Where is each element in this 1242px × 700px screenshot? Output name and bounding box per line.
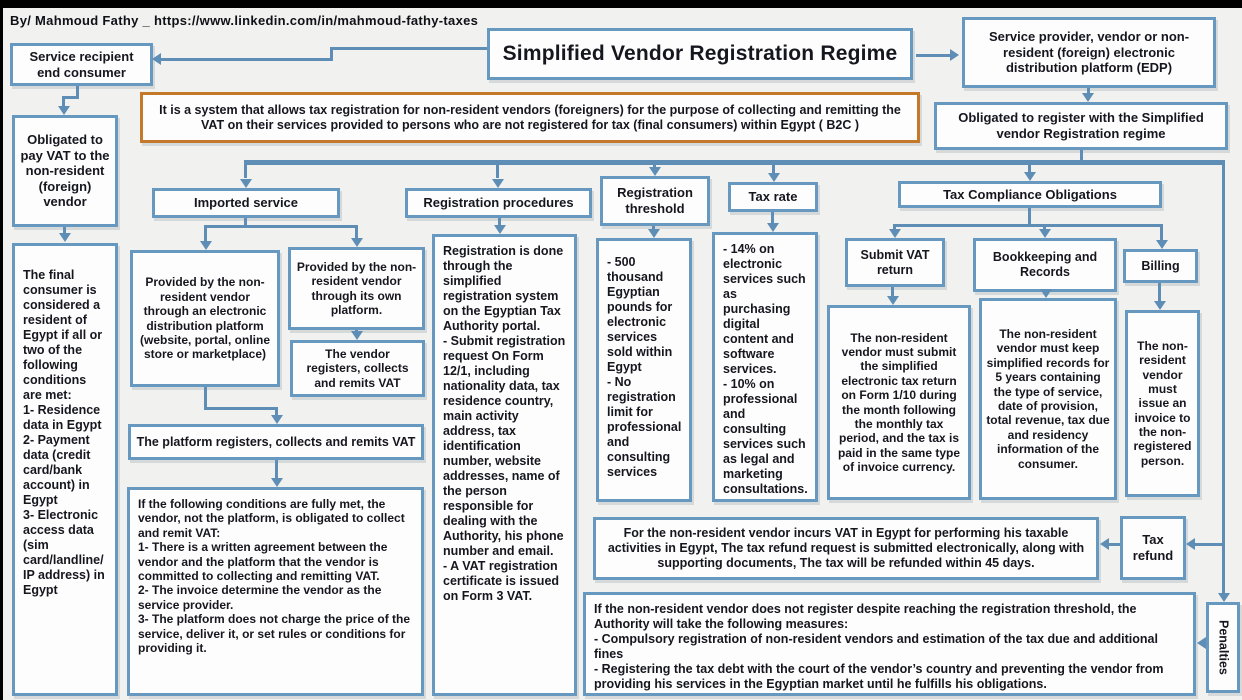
flow-arrowhead: [1154, 301, 1166, 310]
registration-procedures-detail: Registration is done through the simplif…: [432, 234, 577, 696]
flow-line: [244, 160, 1225, 165]
flow-arrowhead: [152, 53, 161, 65]
platform-registers-node: The platform registers, collects and rem…: [128, 424, 424, 460]
flow-arrowhead: [649, 167, 661, 176]
system-description: It is a system that allows tax registrat…: [140, 92, 920, 143]
vendor-obligation-conditions-node: If the following conditions are fully me…: [127, 487, 424, 696]
tax-refund-detail: For the non-resident vendor incurs VAT i…: [593, 517, 1099, 580]
flow-line: [893, 224, 1163, 227]
flow-arrowhead: [1186, 538, 1195, 550]
flow-line: [1158, 283, 1161, 302]
submit-vat-return-detail: The non-resident vendor must submit the …: [827, 305, 971, 500]
flow-arrowhead: [648, 229, 660, 238]
flow-line: [355, 225, 358, 239]
flow-arrowhead: [889, 229, 901, 238]
flow-arrowhead: [767, 223, 779, 232]
flow-line: [772, 160, 775, 173]
flow-line: [916, 54, 952, 57]
flow-line: [330, 47, 487, 50]
flow-line: [160, 58, 333, 61]
tax-rate-detail: - 14% on electronic services such as pur…: [712, 232, 818, 502]
obligated-register-node: Obligated to register with the Simplifie…: [934, 102, 1228, 150]
flow-arrowhead: [1156, 240, 1168, 249]
bookkeeping-header: Bookkeeping and Records: [973, 238, 1117, 292]
provided-via-platform-node: Provided by the non-resident vendor thro…: [130, 250, 280, 387]
flow-line: [275, 460, 278, 480]
flow-arrowhead: [240, 179, 252, 188]
flow-line: [893, 224, 896, 230]
flow-line: [244, 160, 247, 178]
registration-procedures-header: Registration procedures: [405, 188, 592, 218]
registration-threshold-detail: - 500 thousand Egyptian pounds for elect…: [596, 238, 692, 502]
penalties-detail: If the non-resident vendor does not regi…: [583, 592, 1196, 696]
credit-line: By/ Mahmoud Fathy _ https://www.linkedin…: [10, 13, 479, 28]
obligated-pay-vat-node: Obligated to pay VAT to the non-resident…: [12, 115, 118, 227]
diagram-title: Simplified Vendor Registration Regime: [487, 28, 913, 80]
flow-line: [204, 225, 358, 228]
bookkeeping-detail: The non-resident vendor must keep simpli…: [979, 298, 1117, 500]
billing-detail: The non-resident vendor must issue an in…: [1125, 310, 1200, 497]
flow-arrowhead: [494, 225, 506, 234]
flow-line: [1028, 208, 1031, 226]
flow-line: [1109, 543, 1120, 546]
flow-line: [76, 86, 79, 99]
flow-arrowhead: [271, 478, 283, 487]
flow-line: [63, 227, 66, 235]
flow-line: [1195, 543, 1222, 546]
flow-arrowhead: [1024, 172, 1036, 181]
billing-header: Billing: [1123, 249, 1198, 283]
flow-arrowhead: [200, 241, 212, 250]
provided-own-platform-node: Provided by the non-resident vendor thro…: [288, 247, 425, 330]
flow-line: [496, 160, 499, 178]
tax-refund-node: Tax refund: [1120, 516, 1186, 580]
flow-line: [653, 160, 656, 168]
top-black-bar: [0, 0, 1242, 8]
flow-arrowhead: [351, 238, 363, 247]
flow-line: [204, 387, 207, 410]
flow-line: [1043, 224, 1046, 230]
flow-arrowhead: [1100, 538, 1109, 550]
flow-arrowhead: [492, 179, 504, 188]
flow-line: [1160, 224, 1163, 241]
flow-line: [204, 407, 278, 410]
tax-rate-header: Tax rate: [728, 182, 818, 212]
penalties-node: Penalties: [1206, 602, 1240, 693]
flow-line: [771, 212, 774, 225]
flow-arrowhead: [1040, 289, 1052, 298]
flow-line: [1087, 88, 1090, 96]
flow-line: [330, 47, 333, 61]
imported-service-header: Imported service: [152, 188, 340, 218]
flow-arrowhead: [768, 173, 780, 182]
left-black-bar: [0, 0, 3, 700]
final-consumer-conditions-node: The final consumer is considered a resid…: [12, 243, 118, 696]
tax-compliance-header: Tax Compliance Obligations: [898, 181, 1162, 208]
flow-line: [62, 96, 79, 99]
flow-arrowhead: [271, 415, 283, 424]
flow-arrowhead: [887, 296, 899, 305]
flow-arrowhead: [58, 106, 70, 115]
flow-line: [62, 96, 65, 108]
flow-arrowhead: [59, 233, 71, 242]
flow-line: [891, 287, 894, 297]
flow-line: [204, 225, 207, 242]
flow-line: [275, 407, 278, 417]
flow-arrowhead: [1039, 229, 1051, 238]
flow-arrowhead: [1197, 637, 1206, 649]
service-recipient-node: Service recipient end consumer: [10, 43, 153, 86]
flow-line: [498, 218, 501, 227]
flow-line: [244, 218, 247, 228]
vendor-registers-node: The vendor registers, collects and remit…: [290, 340, 425, 397]
flow-line: [1028, 160, 1031, 172]
flow-line: [1222, 160, 1225, 594]
submit-vat-return-header: Submit VAT return: [845, 238, 945, 287]
registration-threshold-header: Registration threshold: [600, 176, 710, 226]
flow-line: [1080, 150, 1083, 163]
edp-node: Service provider, vendor or non-resident…: [962, 17, 1216, 88]
flow-line: [652, 226, 655, 230]
flow-arrowhead: [351, 331, 363, 340]
flow-arrowhead: [1218, 593, 1230, 602]
flow-arrowhead: [950, 49, 959, 61]
flow-arrowhead: [1082, 93, 1094, 102]
